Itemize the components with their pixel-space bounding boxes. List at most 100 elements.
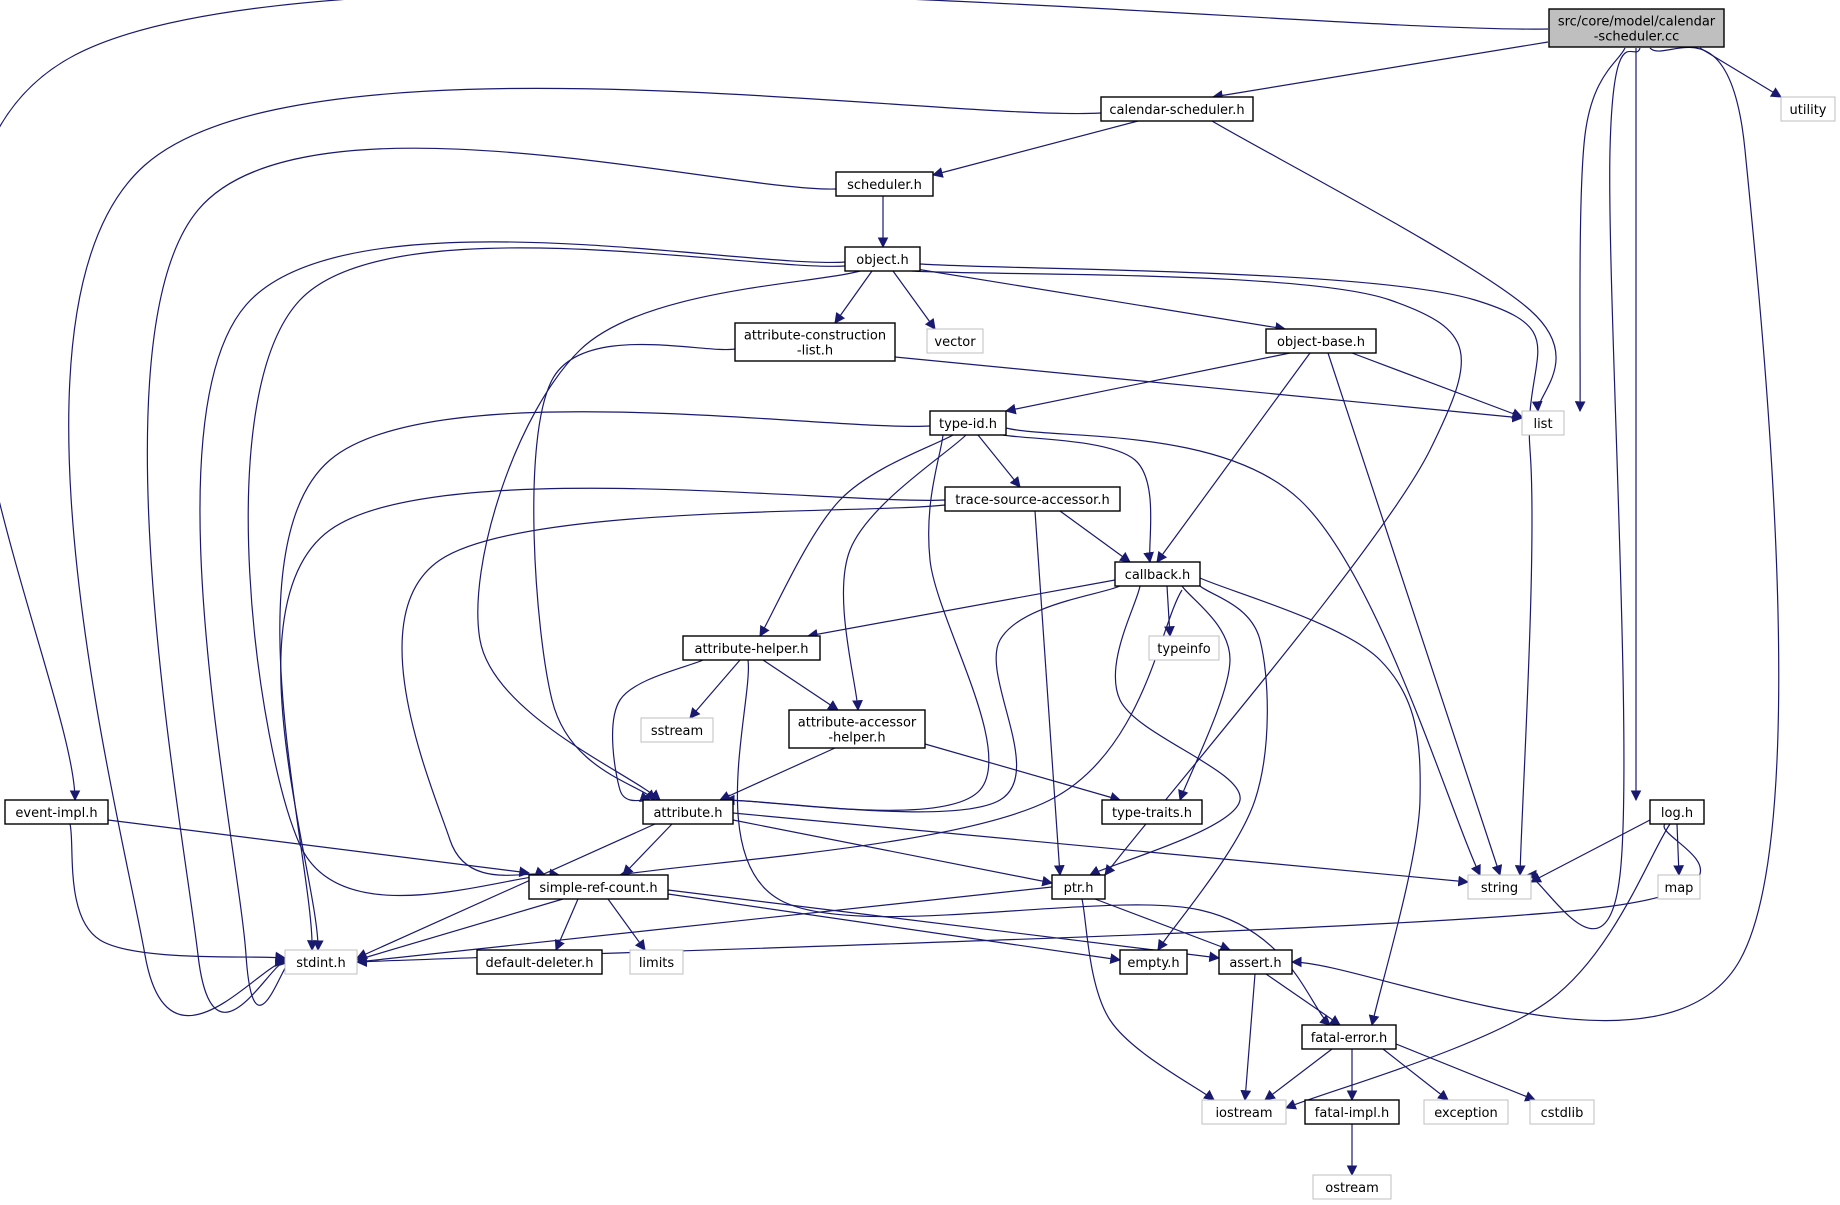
node-label: object-base.h bbox=[1277, 335, 1365, 350]
node-map: map bbox=[1657, 874, 1701, 900]
node-root[interactable]: src/core/model/calendar-scheduler.cc bbox=[1548, 8, 1725, 48]
node-box bbox=[1301, 1024, 1397, 1050]
node-label: -scheduler.cc bbox=[1594, 30, 1680, 45]
node-box bbox=[1119, 949, 1188, 975]
node-callback-h[interactable]: callback.h bbox=[1114, 561, 1201, 587]
node-box bbox=[1548, 8, 1725, 48]
edge-root-to-calendar-scheduler-h bbox=[1211, 41, 1549, 101]
node-type-traits-h[interactable]: type-traits.h bbox=[1101, 799, 1203, 825]
edge-trace-source-accessor-h-to-simple-ref-count-h bbox=[401, 504, 946, 877]
node-attribute-h[interactable]: attribute.h bbox=[642, 799, 734, 825]
node-object-base-h[interactable]: object-base.h bbox=[1265, 328, 1377, 354]
node-default-deleter-h[interactable]: default-deleter.h bbox=[476, 949, 603, 975]
node-box bbox=[528, 874, 669, 900]
node-box bbox=[682, 635, 821, 661]
node-label: typeinfo bbox=[1157, 642, 1210, 657]
node-label: iostream bbox=[1215, 1106, 1272, 1121]
node-sstream: sstream bbox=[640, 717, 714, 743]
node-stdint-h: stdint.h bbox=[284, 949, 358, 975]
node-simple-ref-count-h[interactable]: simple-ref-count.h bbox=[528, 874, 669, 900]
edge-simple-ref-count-h-to-empty-h bbox=[667, 893, 1122, 964]
node-label: default-deleter.h bbox=[486, 956, 594, 971]
node-list: list bbox=[1521, 410, 1565, 436]
edge-object-h-to-attr-construction-list-h bbox=[834, 270, 873, 324]
node-iostream: iostream bbox=[1201, 1099, 1287, 1125]
node-calendar-scheduler-h[interactable]: calendar-scheduler.h bbox=[1100, 96, 1254, 122]
edge-attribute-helper-h-to-attribute-h bbox=[611, 659, 704, 803]
node-box bbox=[476, 949, 603, 975]
edge-root-to-event-impl-h bbox=[0, 0, 1549, 802]
node-label: attribute-accessor bbox=[798, 716, 917, 731]
node-box bbox=[1265, 328, 1377, 354]
node-empty-h[interactable]: empty.h bbox=[1119, 949, 1188, 975]
node-attribute-accessor-helper-h[interactable]: attribute-accessor-helper.h bbox=[788, 709, 926, 749]
edge-simple-ref-count-h-to-limits bbox=[607, 898, 646, 951]
edge-fatal-error-h-to-iostream bbox=[1264, 1048, 1333, 1101]
node-event-impl-h[interactable]: event-impl.h bbox=[4, 799, 109, 825]
edge-callback-h-to-attribute-helper-h bbox=[806, 579, 1116, 640]
edge-log-h-to-string bbox=[1530, 819, 1651, 883]
node-label: simple-ref-count.h bbox=[539, 881, 657, 896]
node-box bbox=[1051, 874, 1106, 900]
edge-log-h-to-map bbox=[1673, 823, 1685, 877]
node-box bbox=[844, 246, 921, 272]
edge-log-h-to-iostream bbox=[1285, 823, 1671, 1110]
node-fatal-error-h[interactable]: fatal-error.h bbox=[1301, 1024, 1397, 1050]
node-label: exception bbox=[1434, 1106, 1498, 1121]
node-utility: utility bbox=[1780, 96, 1836, 122]
node-scheduler-h[interactable]: scheduler.h bbox=[835, 171, 934, 197]
node-box bbox=[929, 410, 1007, 436]
node-box bbox=[1657, 874, 1701, 900]
edge-trace-source-accessor-h-to-ptr-h bbox=[1034, 510, 1065, 877]
edge-object-h-to-vector bbox=[892, 270, 936, 330]
edge-type-id-h-to-attribute-accessor-helper-h bbox=[842, 434, 967, 712]
node-label: limits bbox=[639, 956, 675, 971]
node-label: fatal-impl.h bbox=[1315, 1106, 1389, 1121]
node-label: list bbox=[1533, 417, 1552, 432]
node-label: stdint.h bbox=[296, 956, 345, 971]
node-box bbox=[926, 328, 984, 354]
node-log-h[interactable]: log.h bbox=[1649, 799, 1705, 825]
node-type-id-h[interactable]: type-id.h bbox=[929, 410, 1007, 436]
node-label: src/core/model/calendar bbox=[1558, 15, 1716, 30]
node-label: calendar-scheduler.h bbox=[1109, 103, 1244, 118]
edge-trace-source-accessor-h-to-callback-h bbox=[1059, 510, 1131, 563]
node-box bbox=[1148, 635, 1220, 661]
edge-simple-ref-count-h-to-default-deleter-h bbox=[554, 898, 579, 951]
node-attribute-helper-h[interactable]: attribute-helper.h bbox=[682, 635, 821, 661]
node-box bbox=[835, 171, 934, 197]
node-box bbox=[734, 322, 896, 362]
node-fatal-impl-h[interactable]: fatal-impl.h bbox=[1304, 1099, 1400, 1125]
node-string: string bbox=[1467, 874, 1532, 900]
node-box bbox=[1114, 561, 1201, 587]
node-ptr-h[interactable]: ptr.h bbox=[1051, 874, 1106, 900]
node-attr-construction-list-h[interactable]: attribute-construction-list.h bbox=[734, 322, 896, 362]
node-box bbox=[629, 949, 684, 975]
edge-type-id-h-to-trace-source-accessor-h bbox=[977, 434, 1021, 488]
edge-callback-h-to-attribute-h bbox=[723, 585, 1121, 813]
node-box bbox=[1529, 1099, 1595, 1125]
node-box bbox=[1423, 1099, 1509, 1125]
node-box bbox=[1649, 799, 1705, 825]
edge-ptr-h-to-assert-h bbox=[1094, 898, 1232, 952]
edge-root-to-assert-h bbox=[1290, 46, 1780, 1022]
node-box bbox=[1201, 1099, 1287, 1125]
node-label: -list.h bbox=[797, 344, 833, 359]
edge-object-h-to-stdint-h bbox=[199, 241, 846, 1006]
edge-object-base-h-to-string bbox=[1327, 352, 1503, 877]
edge-attribute-h-to-stdint-h bbox=[356, 823, 656, 959]
edge-fatal-error-h-to-exception bbox=[1382, 1048, 1449, 1101]
node-box bbox=[944, 486, 1121, 512]
node-label: fatal-error.h bbox=[1311, 1031, 1388, 1046]
node-label: ostream bbox=[1325, 1181, 1379, 1196]
node-label: utility bbox=[1790, 103, 1827, 118]
node-typeinfo: typeinfo bbox=[1148, 635, 1220, 661]
edge-attr-construction-list-h-to-attribute-h bbox=[533, 343, 736, 801]
node-assert-h[interactable]: assert.h bbox=[1218, 949, 1293, 975]
node-box bbox=[1304, 1099, 1400, 1125]
node-trace-source-accessor-h[interactable]: trace-source-accessor.h bbox=[944, 486, 1121, 512]
node-box bbox=[4, 799, 109, 825]
node-object-h[interactable]: object.h bbox=[844, 246, 921, 272]
edge-type-id-h-to-string bbox=[1005, 427, 1481, 876]
